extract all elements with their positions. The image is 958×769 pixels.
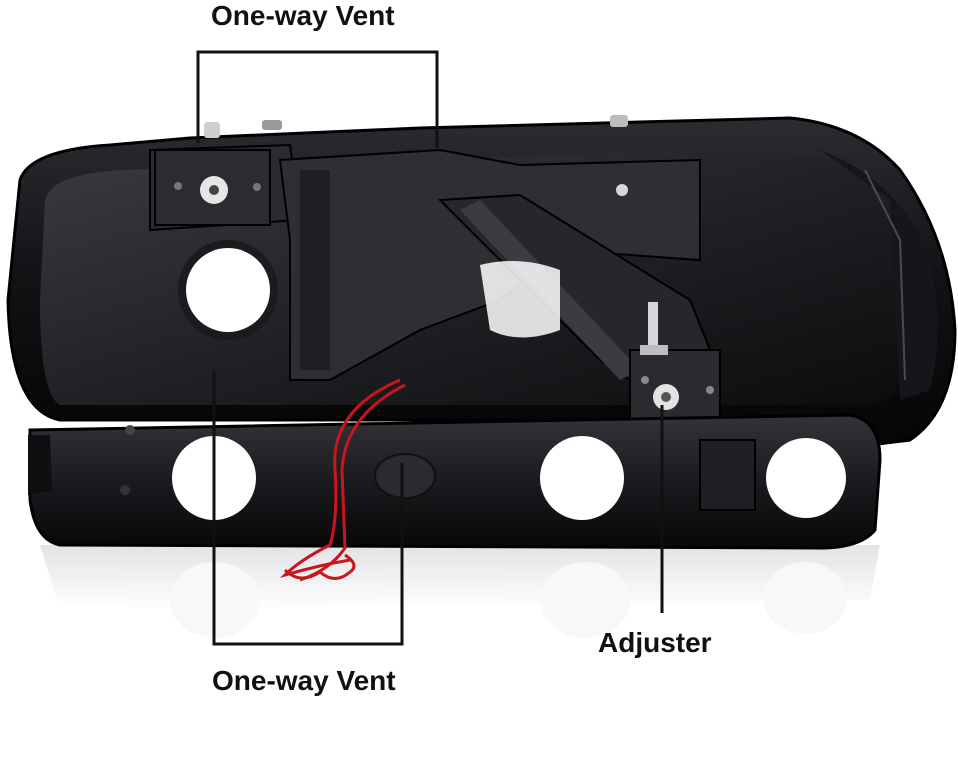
callout-label-top-vent: One-way Vent <box>211 0 395 31</box>
red-wire <box>279 378 406 582</box>
bulb-openings <box>178 240 560 340</box>
floor-reflection <box>40 545 880 638</box>
callout-label-adjuster: Adjuster <box>598 627 712 658</box>
adjuster-screw-icon <box>648 302 658 350</box>
vent-cap-icon <box>204 122 220 138</box>
callout-lines <box>196 50 664 646</box>
top-vent-bracket-line <box>196 50 439 148</box>
bottom-vent-bracket-line <box>212 372 404 646</box>
callout-label-bottom-vent: One-way Vent <box>212 665 396 696</box>
turn-signal-housing <box>28 413 882 550</box>
lower-opening-right <box>766 438 846 518</box>
lower-opening-center <box>540 436 624 520</box>
